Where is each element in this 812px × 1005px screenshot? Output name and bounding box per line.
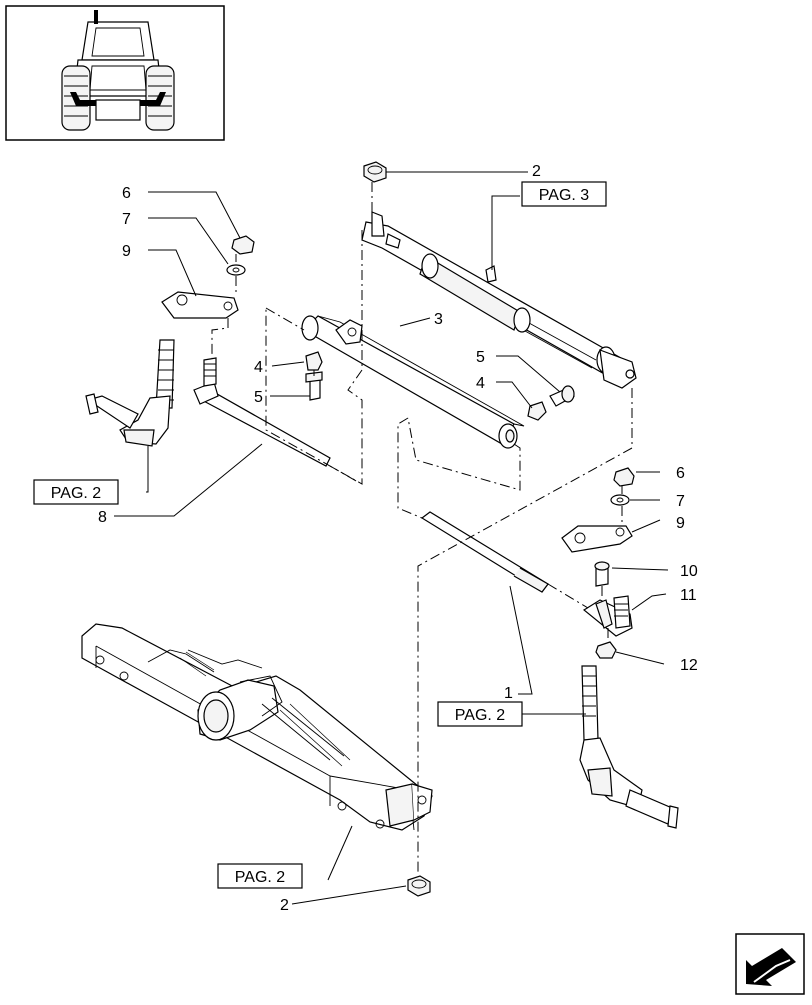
callout-4-left: 4 <box>254 359 263 376</box>
callout-1: 1 <box>504 685 513 702</box>
callout-6-right: 6 <box>676 465 685 482</box>
svg-text:PAG. 3: PAG. 3 <box>539 187 589 204</box>
nut-bottom <box>407 875 431 897</box>
callout-3: 3 <box>434 311 443 328</box>
left-steering-arm <box>85 235 255 447</box>
next-page-arrow-icon[interactable] <box>735 933 805 995</box>
left-nut-bolt <box>305 351 323 401</box>
axle-beam <box>81 623 433 831</box>
tractor-front-thumbnail[interactable] <box>5 5 225 141</box>
callout-9-left: 9 <box>122 243 131 260</box>
callout-8: 8 <box>98 509 107 526</box>
callout-11: 11 <box>680 587 697 604</box>
nut-top <box>363 161 387 183</box>
callouts: 2 3 6 7 9 4 5 8 5 4 6 7 9 10 11 12 1 2 <box>98 163 698 914</box>
page-ref-pag2-bottom[interactable]: PAG. 2 <box>217 863 303 889</box>
callout-4-right: 4 <box>476 375 485 392</box>
callout-5-left: 5 <box>254 389 263 406</box>
assembly-lines <box>211 182 633 872</box>
right-tie-rod <box>420 511 549 593</box>
callout-5-right: 5 <box>476 349 485 366</box>
callout-6-left: 6 <box>122 185 131 202</box>
svg-text:PAG. 2: PAG. 2 <box>455 707 505 724</box>
page-ref-pag3[interactable]: PAG. 3 <box>521 181 607 207</box>
page-ref-pag2-right[interactable]: PAG. 2 <box>437 701 523 727</box>
page-ref-pag2-left[interactable]: PAG. 2 <box>33 479 119 505</box>
callout-12: 12 <box>680 657 698 674</box>
steering-cylinder <box>361 211 637 389</box>
callout-7-right: 7 <box>676 493 685 510</box>
callout-2-top: 2 <box>532 163 541 180</box>
leader-lines <box>114 171 669 905</box>
svg-text:PAG. 2: PAG. 2 <box>51 485 101 502</box>
callout-9-right: 9 <box>676 515 685 532</box>
steering-tube <box>301 315 525 449</box>
callout-7-left: 7 <box>122 211 131 228</box>
right-steering-arm <box>561 467 679 829</box>
svg-text:PAG. 2: PAG. 2 <box>235 869 285 886</box>
right-nut-bolt <box>527 385 575 421</box>
callout-10: 10 <box>680 563 698 580</box>
callout-2-bottom: 2 <box>280 897 289 914</box>
